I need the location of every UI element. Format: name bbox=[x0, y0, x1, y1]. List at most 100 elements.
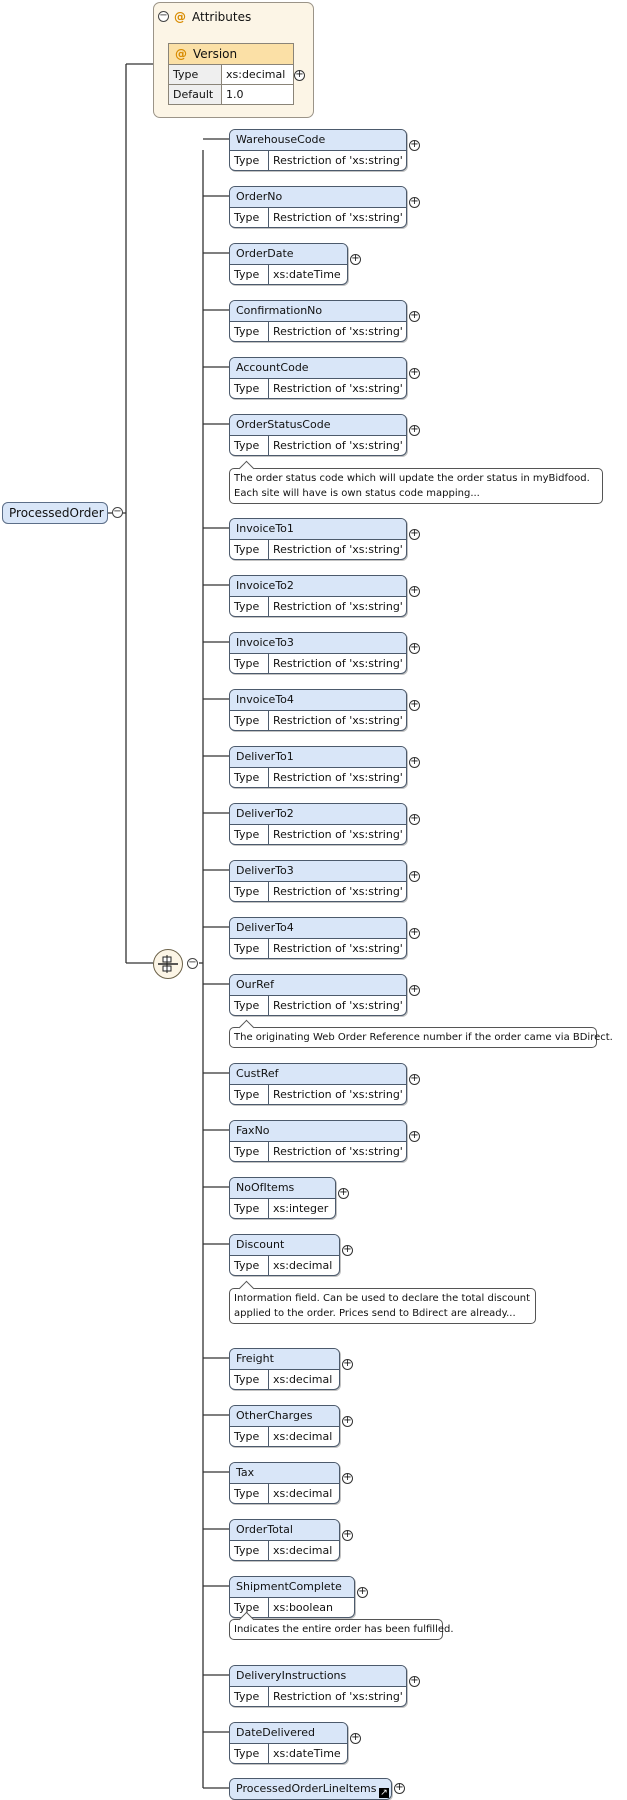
element-type-value: Restriction of 'xs:string' bbox=[273, 325, 403, 338]
expand-element-icon[interactable]: + bbox=[394, 1782, 405, 1794]
element-name: Freight bbox=[230, 1349, 339, 1370]
element-type-label: Type bbox=[230, 882, 269, 901]
expand-element-icon[interactable]: + bbox=[409, 310, 420, 322]
expand-element-icon[interactable]: + bbox=[409, 984, 420, 996]
expand-element-icon[interactable]: + bbox=[409, 528, 420, 540]
element-name: OtherCharges bbox=[230, 1406, 339, 1427]
element-type-label: Type bbox=[230, 1370, 269, 1389]
element-type-label: Type bbox=[230, 768, 269, 787]
expand-element-icon[interactable]: + bbox=[409, 1675, 420, 1687]
expand-element-icon[interactable]: + bbox=[342, 1529, 353, 1541]
collapse-attributes-icon[interactable]: − bbox=[158, 10, 169, 22]
element-type-value: xs:decimal bbox=[273, 1259, 333, 1272]
element-type-label: Type bbox=[230, 654, 269, 673]
collapse-root-icon[interactable]: − bbox=[112, 506, 123, 518]
expand-element-icon[interactable]: + bbox=[409, 699, 420, 711]
element-type-label: Type bbox=[230, 711, 269, 730]
element-type-label: Type bbox=[230, 1541, 269, 1560]
element-name: CustRef bbox=[230, 1064, 406, 1085]
element-processedorderlineitems[interactable]: ProcessedOrderLineItems↗ bbox=[229, 1778, 392, 1800]
element-name: OrderTotal bbox=[230, 1520, 339, 1541]
expand-element-icon[interactable]: + bbox=[350, 253, 361, 265]
expand-attribute-icon[interactable]: + bbox=[294, 69, 305, 81]
element-type-label: Type bbox=[230, 996, 269, 1015]
expand-element-icon[interactable]: + bbox=[357, 1586, 368, 1598]
element-name: ConfirmationNo bbox=[230, 301, 406, 322]
expand-element-icon[interactable]: + bbox=[409, 585, 420, 597]
expand-element-icon[interactable]: + bbox=[409, 813, 420, 825]
element-type-label: Type bbox=[230, 265, 269, 284]
expand-element-icon[interactable]: + bbox=[342, 1358, 353, 1370]
element-type-label: Type bbox=[230, 379, 269, 398]
expand-element-icon[interactable]: + bbox=[350, 1732, 361, 1744]
element-type-label: Type bbox=[230, 1687, 269, 1706]
expand-element-icon[interactable]: + bbox=[409, 756, 420, 768]
attribute-default-value: 1.0 bbox=[226, 88, 244, 101]
annotation-line: Each site will have is own status code m… bbox=[234, 488, 480, 499]
element-type-label: Type bbox=[230, 1427, 269, 1446]
expand-element-icon[interactable]: + bbox=[409, 927, 420, 939]
element-type-label: Type bbox=[230, 825, 269, 844]
sequence-compositor-icon[interactable] bbox=[153, 949, 183, 979]
element-name: DeliverTo4 bbox=[230, 918, 406, 939]
element-type-value: xs:decimal bbox=[273, 1373, 333, 1386]
collapse-sequence-icon[interactable]: − bbox=[187, 957, 198, 969]
expand-element-icon[interactable]: + bbox=[409, 139, 420, 151]
element-type-value: Restriction of 'xs:string' bbox=[273, 942, 403, 955]
element-type-label: Type bbox=[230, 1085, 269, 1104]
element-type-label: Type bbox=[230, 540, 269, 559]
expand-element-icon[interactable]: + bbox=[342, 1472, 353, 1484]
element-name: ProcessedOrderLineItems bbox=[230, 1779, 391, 1799]
expand-element-icon[interactable]: + bbox=[409, 196, 420, 208]
element-type-value: Restriction of 'xs:string' bbox=[273, 600, 403, 613]
reference-link-icon: ↗ bbox=[379, 1788, 389, 1798]
expand-element-icon[interactable]: + bbox=[409, 1073, 420, 1085]
expand-element-icon[interactable]: + bbox=[409, 1130, 420, 1142]
expand-element-icon[interactable]: + bbox=[409, 642, 420, 654]
element-name: DateDelivered bbox=[230, 1723, 347, 1744]
expand-element-icon[interactable]: + bbox=[342, 1244, 353, 1256]
expand-element-icon[interactable]: + bbox=[409, 870, 420, 882]
annotation-line: The order status code which will update … bbox=[234, 473, 590, 484]
expand-element-icon[interactable]: + bbox=[409, 367, 420, 379]
expand-element-icon[interactable]: + bbox=[338, 1187, 349, 1199]
element-type-label: Type bbox=[230, 322, 269, 341]
element-type-value: xs:decimal bbox=[273, 1430, 333, 1443]
attribute-name: Version bbox=[193, 47, 238, 61]
annotation-note: Information field. Can be used to declar… bbox=[229, 1288, 536, 1324]
element-type-value: xs:dateTime bbox=[273, 268, 341, 281]
root-element[interactable]: ProcessedOrder bbox=[2, 502, 108, 524]
expand-element-icon[interactable]: + bbox=[409, 424, 420, 436]
expand-element-icon[interactable]: + bbox=[342, 1415, 353, 1427]
annotation-note: The originating Web Order Reference numb… bbox=[229, 1027, 613, 1048]
